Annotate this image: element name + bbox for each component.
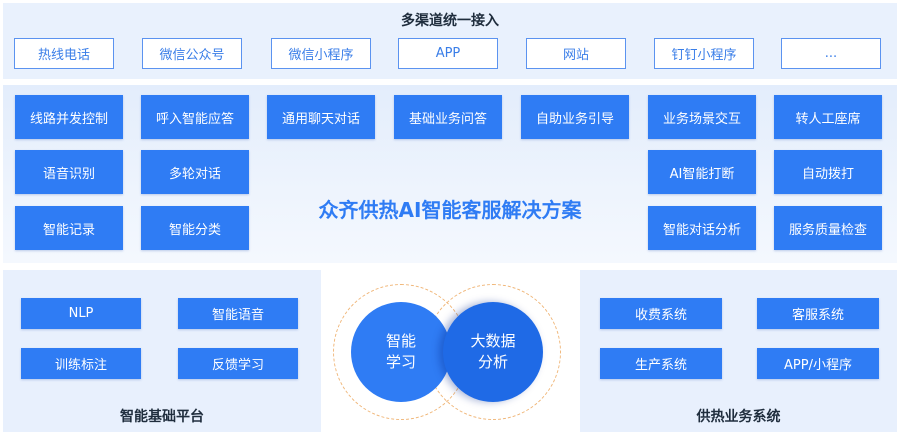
feature-transfer-agent[interactable]: 转人工座席 — [774, 95, 882, 139]
smart-learning-line2: 学习 — [385, 353, 416, 371]
feature-auto-dial[interactable]: 自动拨打 — [774, 150, 882, 194]
feature-speech-recognition[interactable]: 语音识别 — [15, 150, 123, 194]
feature-smart-record[interactable]: 智能记录 — [15, 206, 123, 250]
feature-inbound-answer[interactable]: 呼入智能应答 — [141, 95, 249, 139]
channel-website[interactable]: 网站 — [526, 38, 626, 69]
system-production[interactable]: 生产系统 — [600, 348, 722, 379]
big-data-line1: 大数据 — [470, 332, 516, 350]
channel-app[interactable]: APP — [398, 38, 498, 69]
system-customer-service[interactable]: 客服系统 — [757, 298, 879, 329]
channel-wechat-miniprogram[interactable]: 微信小程序 — [271, 38, 371, 69]
feature-basic-qa[interactable]: 基础业务问答 — [394, 95, 502, 139]
system-billing[interactable]: 收费系统 — [600, 298, 722, 329]
big-data-circle: 大数据 分析 — [443, 302, 543, 402]
channel-hotline[interactable]: 热线电话 — [14, 38, 114, 69]
platform-nlp[interactable]: NLP — [21, 298, 141, 329]
solution-title: 众齐供热AI智能客服解决方案 — [318, 198, 582, 222]
channel-dingtalk[interactable]: 钉钉小程序 — [654, 38, 754, 69]
channel-wechat-official[interactable]: 微信公众号 — [142, 38, 242, 69]
business-title: 供热业务系统 — [696, 409, 781, 425]
core-capabilities: 智能 学习 大数据 分析 — [321, 270, 580, 432]
system-app-miniprogram[interactable]: APP/小程序 — [757, 348, 879, 379]
feature-general-chat[interactable]: 通用聊天对话 — [267, 95, 375, 139]
feature-self-service-guide[interactable]: 自助业务引导 — [521, 95, 629, 139]
platform-training-annotation[interactable]: 训练标注 — [21, 348, 141, 379]
smart-learning-circle: 智能 学习 — [351, 302, 451, 402]
feature-smart-classify[interactable]: 智能分类 — [141, 206, 249, 250]
feature-multi-turn-dialog[interactable]: 多轮对话 — [141, 150, 249, 194]
smart-learning-line1: 智能 — [385, 332, 416, 350]
channel-access-title: 多渠道统一接入 — [401, 13, 499, 29]
feature-dialog-analysis[interactable]: 智能对话分析 — [648, 206, 756, 250]
feature-quality-check[interactable]: 服务质量检查 — [774, 206, 882, 250]
feature-scenario-interaction[interactable]: 业务场景交互 — [648, 95, 756, 139]
feature-line-concurrency[interactable]: 线路并发控制 — [15, 95, 123, 139]
platform-title: 智能基础平台 — [120, 409, 204, 425]
platform-smart-voice[interactable]: 智能语音 — [178, 298, 298, 329]
platform-feedback-learning[interactable]: 反馈学习 — [178, 348, 298, 379]
big-data-line2: 分析 — [477, 353, 508, 371]
feature-ai-interrupt[interactable]: AI智能打断 — [648, 150, 756, 194]
channel-more[interactable]: ... — [781, 38, 881, 69]
